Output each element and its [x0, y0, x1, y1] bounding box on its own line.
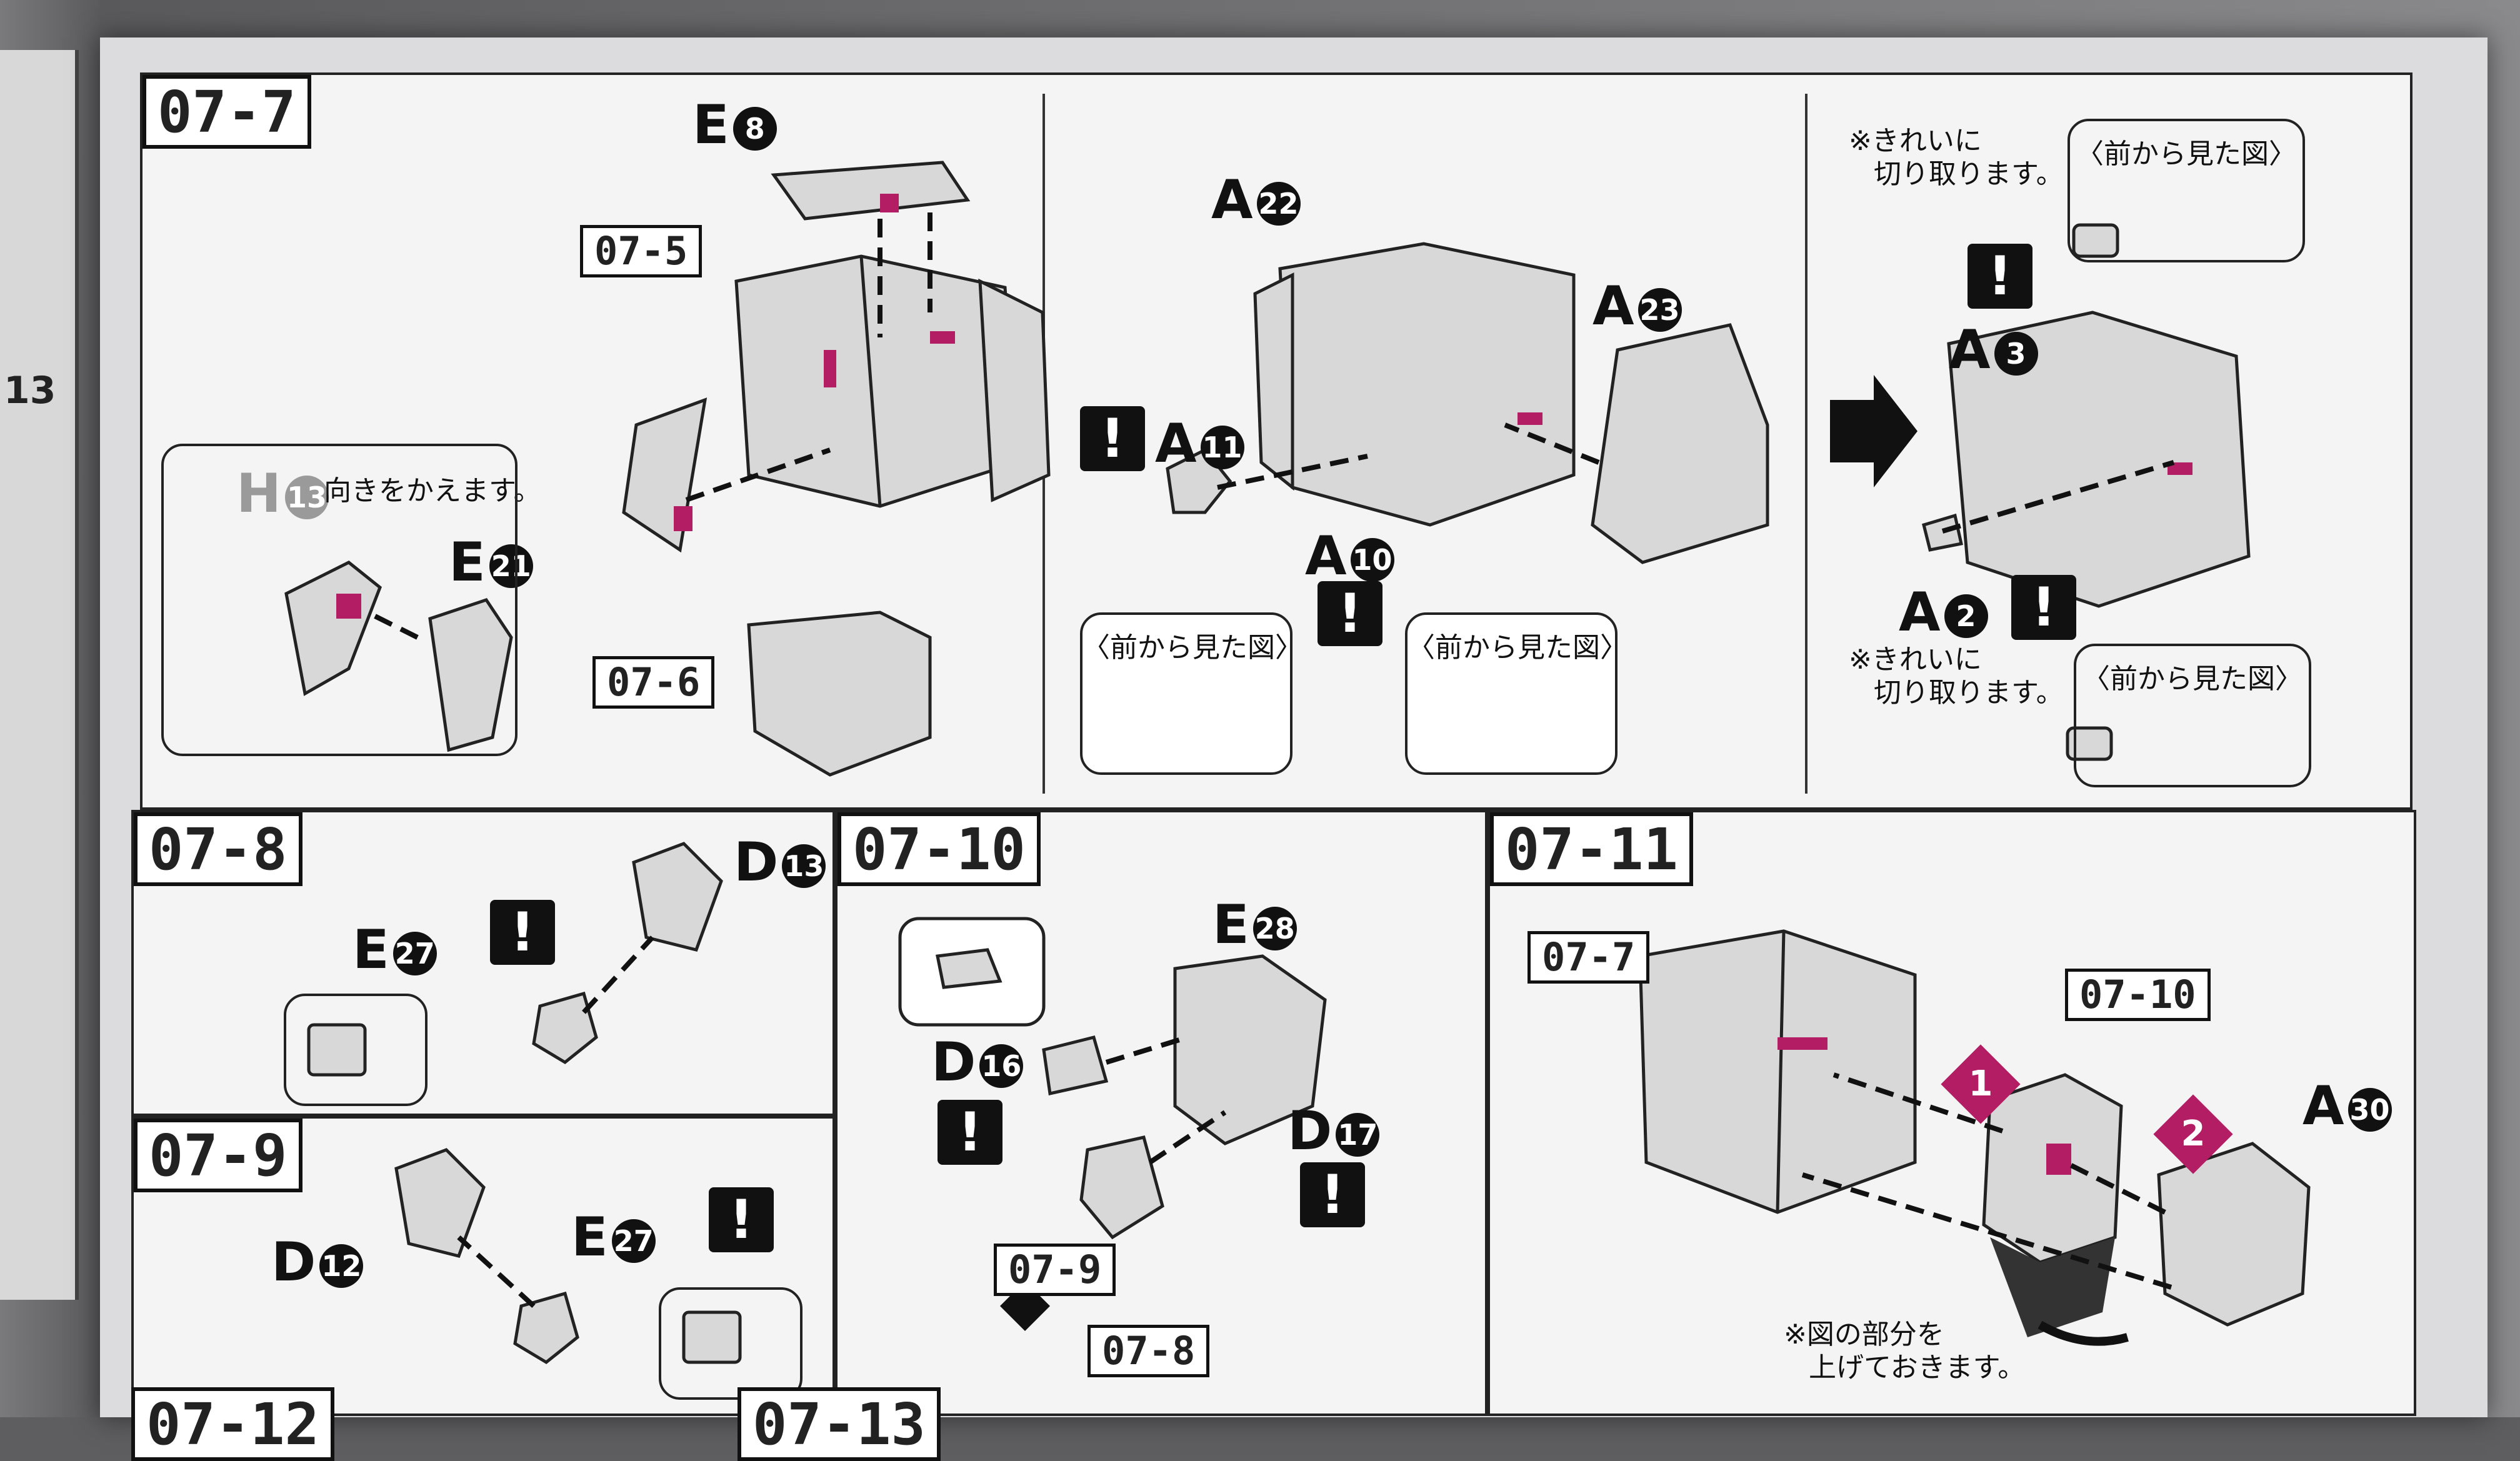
step-tag-07-12: 07-12	[131, 1387, 334, 1461]
note-turn-around: 向きをかえます。	[324, 475, 541, 507]
front-view-box-a3: 〈前から見た図〉	[2068, 119, 2305, 262]
warning-icon-a2: !	[2011, 575, 2076, 640]
warning-icon-e27-b: !	[709, 1187, 774, 1252]
step-tag-07-7: 07-7	[142, 75, 311, 149]
front-view-label: 〈前から見た図〉	[1408, 632, 1628, 664]
front-view-label: 〈前から見た図〉	[1082, 632, 1302, 664]
note-cut-clean-top: ※きれいに 切り取ります。	[1849, 125, 2064, 190]
step-tag-07-9-ref: 07-9	[994, 1244, 1116, 1296]
warning-icon-d17: !	[1300, 1162, 1365, 1227]
note-cut-clean-bottom: ※きれいに 切り取ります。	[1849, 644, 2064, 709]
step-tag-07-8: 07-8	[134, 812, 302, 886]
warning-icon-e27: !	[490, 900, 555, 965]
front-view-label: 〈前から見た図〉	[2076, 138, 2296, 170]
step-tag-07-8-ref: 07-8	[1088, 1325, 1210, 1377]
h13-callout-box	[161, 444, 518, 756]
front-view-label: 〈前から見た図〉	[2082, 663, 2302, 695]
warning-icon-d16: !	[938, 1100, 1002, 1165]
front-view-box-a10: 〈前から見た図〉	[1405, 612, 1628, 775]
assembly-step-1-icon: 1	[1941, 1044, 2021, 1124]
e27-detail-box-b	[659, 1287, 802, 1400]
warning-icon-a10: !	[1318, 581, 1382, 646]
panel-07-7: 07-7	[140, 72, 2412, 810]
e27-detail-box	[284, 994, 428, 1106]
step-tag-07-11: 07-11	[1490, 812, 1693, 886]
step-tag-07-13: 07-13	[738, 1387, 941, 1461]
left-page-edge: 13	[0, 50, 79, 1300]
panel-divider	[1805, 94, 1808, 794]
instruction-page: 07-7	[100, 37, 2488, 1461]
part-drawings-07-10	[898, 917, 1327, 1331]
left-page-number: 13	[4, 369, 56, 412]
step-tag-07-10: 07-10	[838, 812, 1041, 886]
step-tag-07-9: 07-9	[134, 1119, 302, 1192]
part-drawings-07-8	[307, 842, 723, 1077]
part-drawings-07-7	[284, 161, 2251, 777]
assembly-step-2-icon: 2	[2153, 1094, 2233, 1174]
step-tag-07-5: 07-5	[580, 225, 702, 277]
step-tag-07-6: 07-6	[592, 656, 715, 709]
front-view-box-a11: 〈前から見た図〉	[1080, 612, 1302, 775]
warning-icon-a11: !	[1080, 406, 1145, 471]
step-tag-07-7-ref: 07-7	[1528, 931, 1650, 984]
step-tag-07-10-ref: 07-10	[2065, 969, 2211, 1021]
front-view-box-a2: 〈前から見た図〉	[2074, 644, 2311, 787]
part-drawings-07-9	[394, 1148, 742, 1365]
part-drawings-07-11	[1638, 929, 2311, 1346]
note-raise-part: ※図の部分を 上げておきます。	[1784, 1319, 2026, 1384]
warning-icon-a3: !	[1968, 244, 2032, 309]
